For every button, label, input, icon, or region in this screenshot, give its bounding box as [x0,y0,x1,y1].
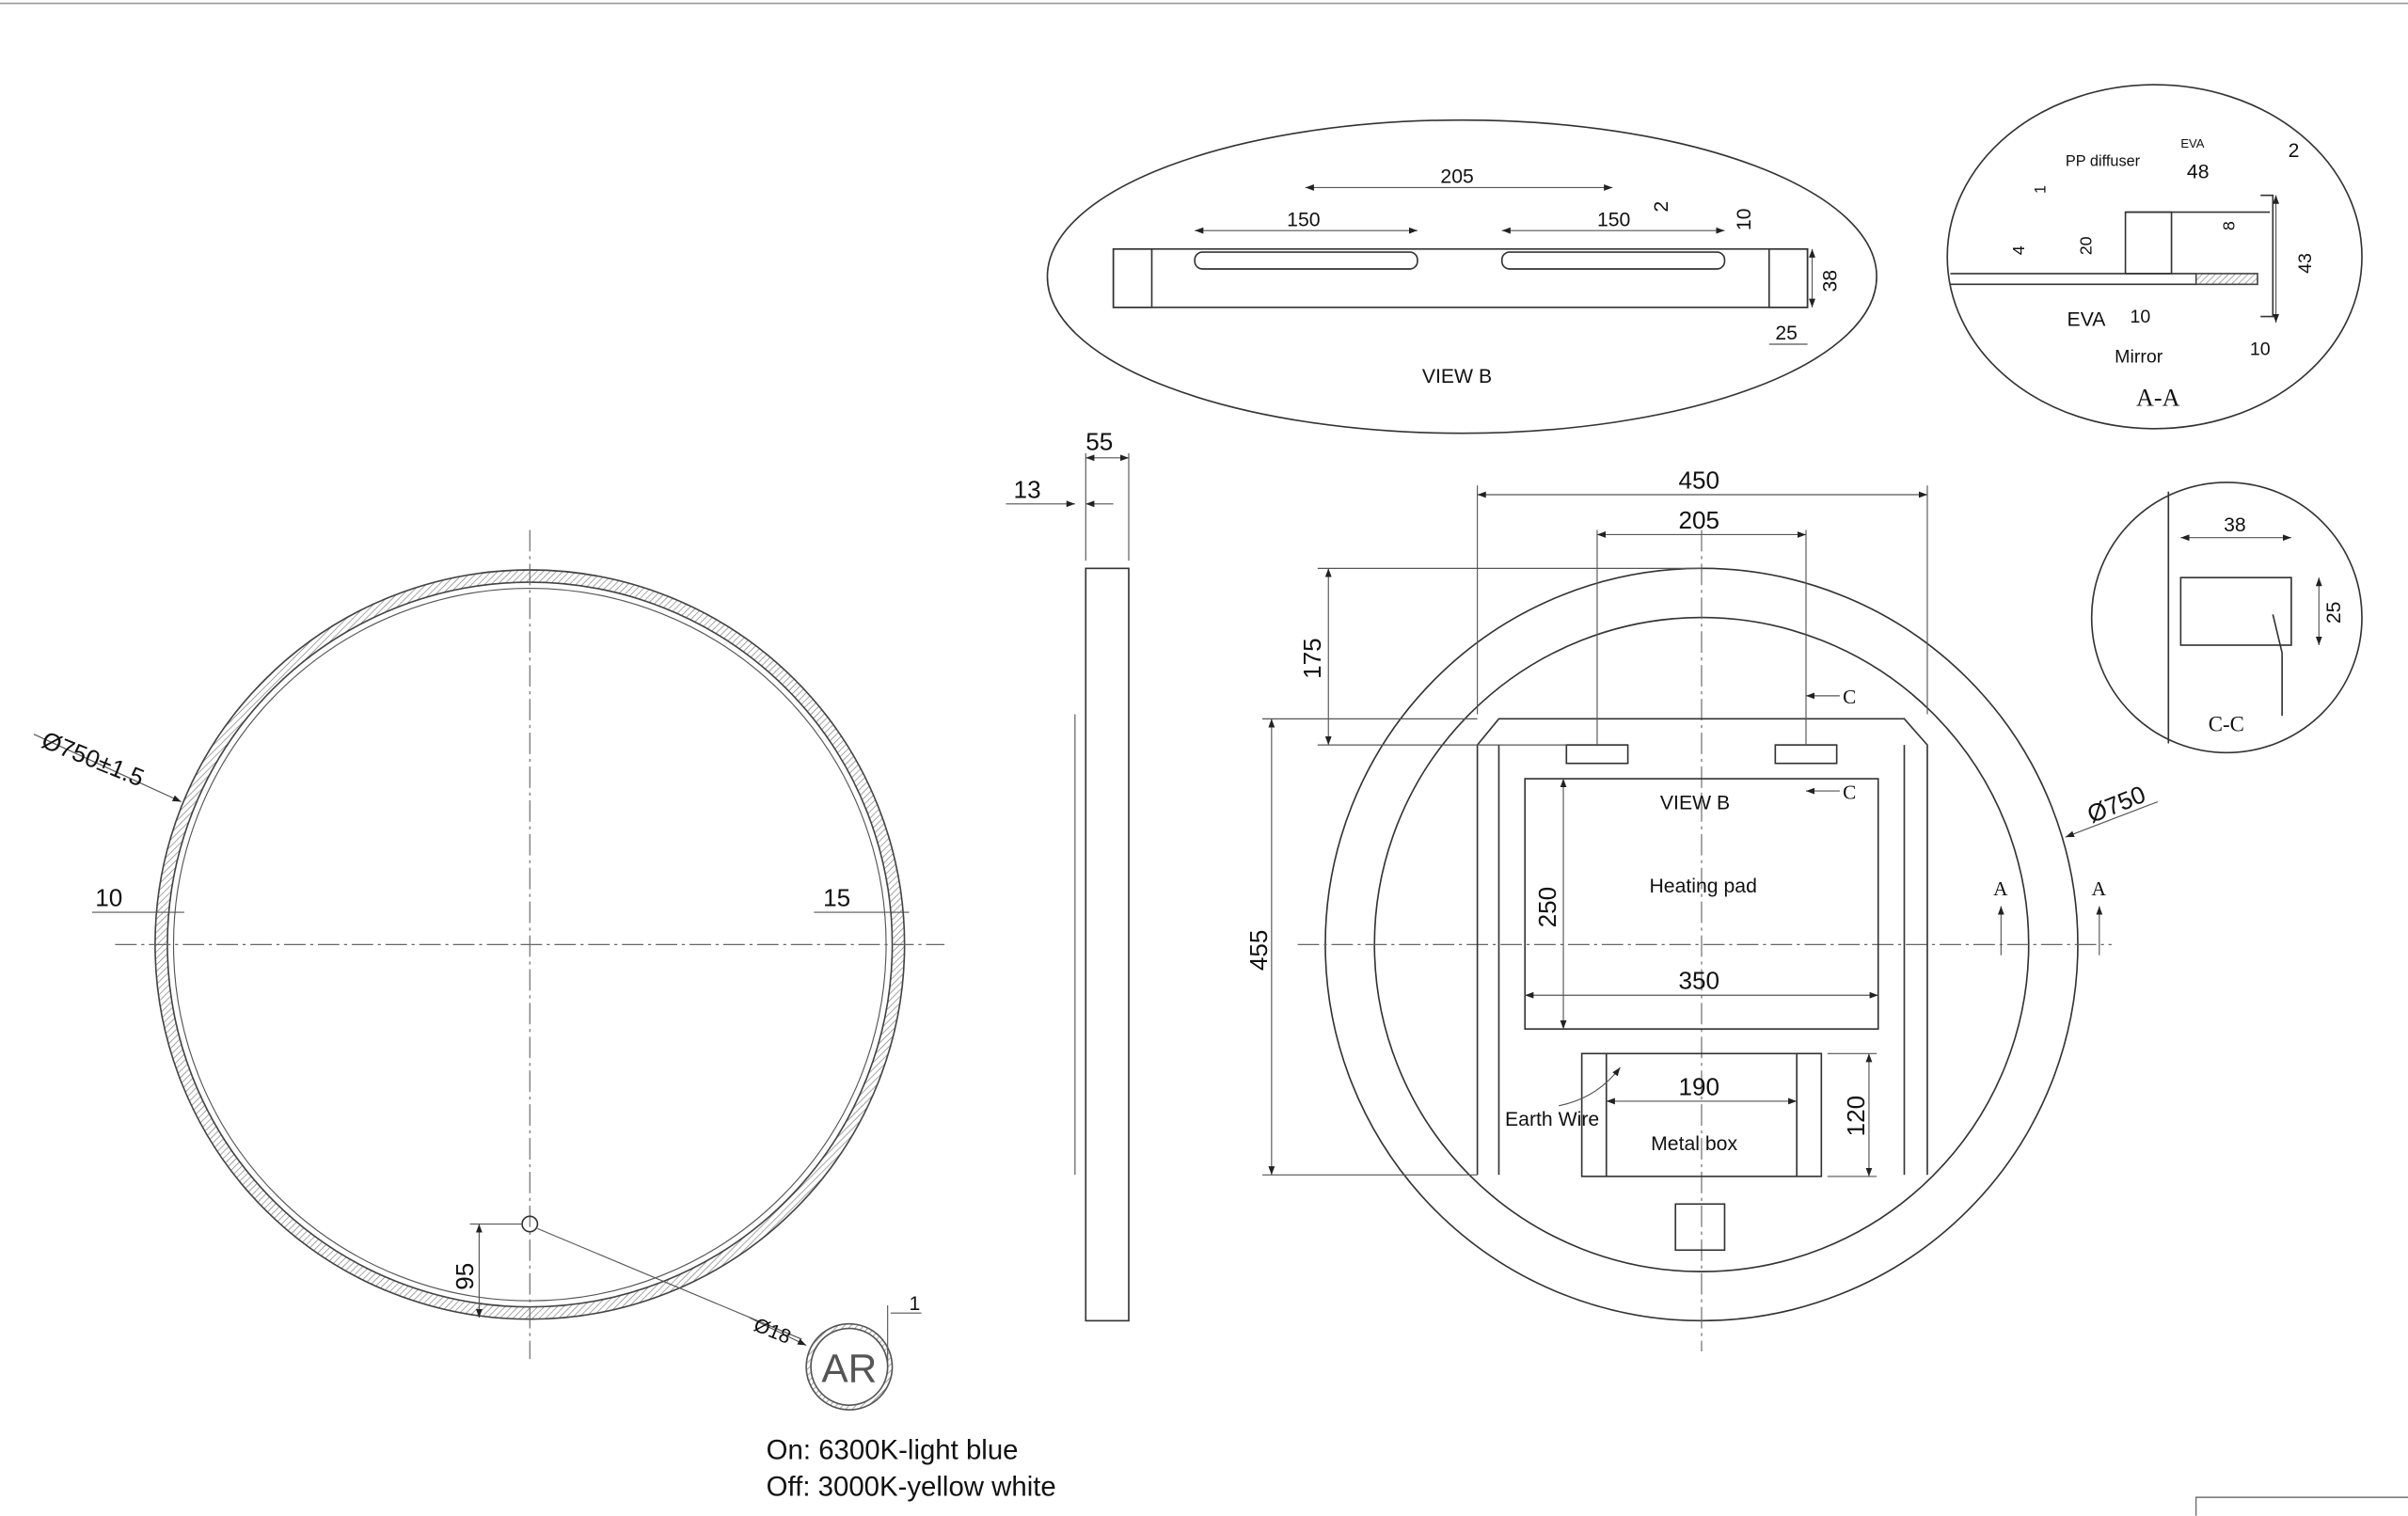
box-height-label: 120 [1842,1096,1870,1137]
section-c-c: 38 25 C-C [2090,482,2363,754]
top-offset-label: 175 [1298,638,1326,679]
front-view: Ø750±1.5 10 15 95 Ø18 AR 1 On: 6300K-lig… [33,529,1056,1502]
side-profile [1085,567,1130,1322]
offset-label: 13 [1014,475,1041,503]
back-diameter-label: Ø750 [2083,780,2149,829]
total-label: 205 [1440,166,1473,188]
back-view: 450 205 175 455 Ø750 VIEW B Heating pad … [1244,466,2159,1352]
hanger-left [1565,744,1629,765]
pad-height-label: 250 [1533,887,1561,928]
switch-block [1674,1203,1726,1252]
right-gap-label: 15 [823,884,850,912]
section-a-marker-1: A [1993,877,2008,900]
cc-width-label: 38 [2224,514,2246,536]
view-b-detail: 205 150 150 2 10 38 25 VIEW B [1046,118,1877,434]
width-48-label: 48 [2187,162,2210,183]
heating-pad-label: Heating pad [1649,876,1756,897]
view-b-title: VIEW B [1422,366,1492,387]
end-width-label: 25 [1775,323,1798,344]
sensor-diameter-label: Ø18 [751,1314,794,1348]
ar-logo: AR [821,1347,877,1391]
section-c-marker-1: C [1843,686,1856,708]
eva-bottom-label: EVA [2067,308,2107,330]
section-a-a-title: A-A [2136,384,2180,411]
section-c-c-title: C-C [2209,712,2244,735]
width-450-label: 450 [1678,466,1719,494]
slot-left-label: 150 [1287,209,1320,230]
diameter-label: Ø750±1.5 [38,726,148,793]
pad-width-label: 350 [1678,967,1719,995]
sensor-offset-label: 95 [451,1263,479,1290]
slot-left [1194,251,1418,270]
depth-label: 55 [1085,428,1113,456]
mirror-label: Mirror [2115,347,2163,368]
eva-top-label: EVA [2180,136,2204,150]
dim-10a-label: 10 [2130,307,2150,327]
earth-wire-label: Earth Wire [1505,1109,1599,1130]
dim-20-label: 20 [2077,236,2096,255]
metal-box [1580,1052,1823,1177]
dim-43-label: 43 [2295,253,2316,274]
edge-2-label: 2 [2289,140,2300,162]
pp-diffuser-label: PP diffuser [2066,153,2141,170]
cc-height-label: 25 [2323,602,2345,624]
metal-box-label: Metal box [1651,1133,1737,1155]
slot-right-label: 150 [1597,209,1630,230]
hanger-right [1774,744,1838,765]
note-on: On: 6300K-light blue [767,1434,1019,1465]
section-c-marker-2: C [1843,781,1856,803]
dim-8-label: 8 [2220,221,2239,230]
side-view: 55 13 [1006,428,1130,1322]
note-off: Off: 3000K-yellow white [767,1471,1056,1502]
left-gap-label: 10 [95,884,122,912]
box-width-label: 190 [1678,1072,1719,1100]
bracket-spacing-label: 205 [1678,506,1719,534]
section-a-marker-2: A [2092,877,2107,900]
heating-pad [1524,778,1879,1030]
slot-height-label: 10 [1734,209,1755,231]
slot-right [1500,251,1726,270]
dim-4-label: 4 [2009,245,2028,255]
dim-1-label: 1 [2033,185,2050,194]
gap-label: 2 [1651,201,1672,213]
dim-10b-label: 10 [2250,339,2271,359]
height-label: 38 [1820,270,1842,292]
view-b-label: VIEW B [1660,793,1730,814]
height-455-label: 455 [1244,930,1273,971]
bracket-frame [1476,718,1928,1176]
title-block-corner [2195,1496,2408,1516]
section-a-a: EVA PP diffuser 48 2 1 20 8 4 43 EVA 10 … [1946,84,2363,430]
ring-thickness-label: 1 [910,1293,921,1315]
